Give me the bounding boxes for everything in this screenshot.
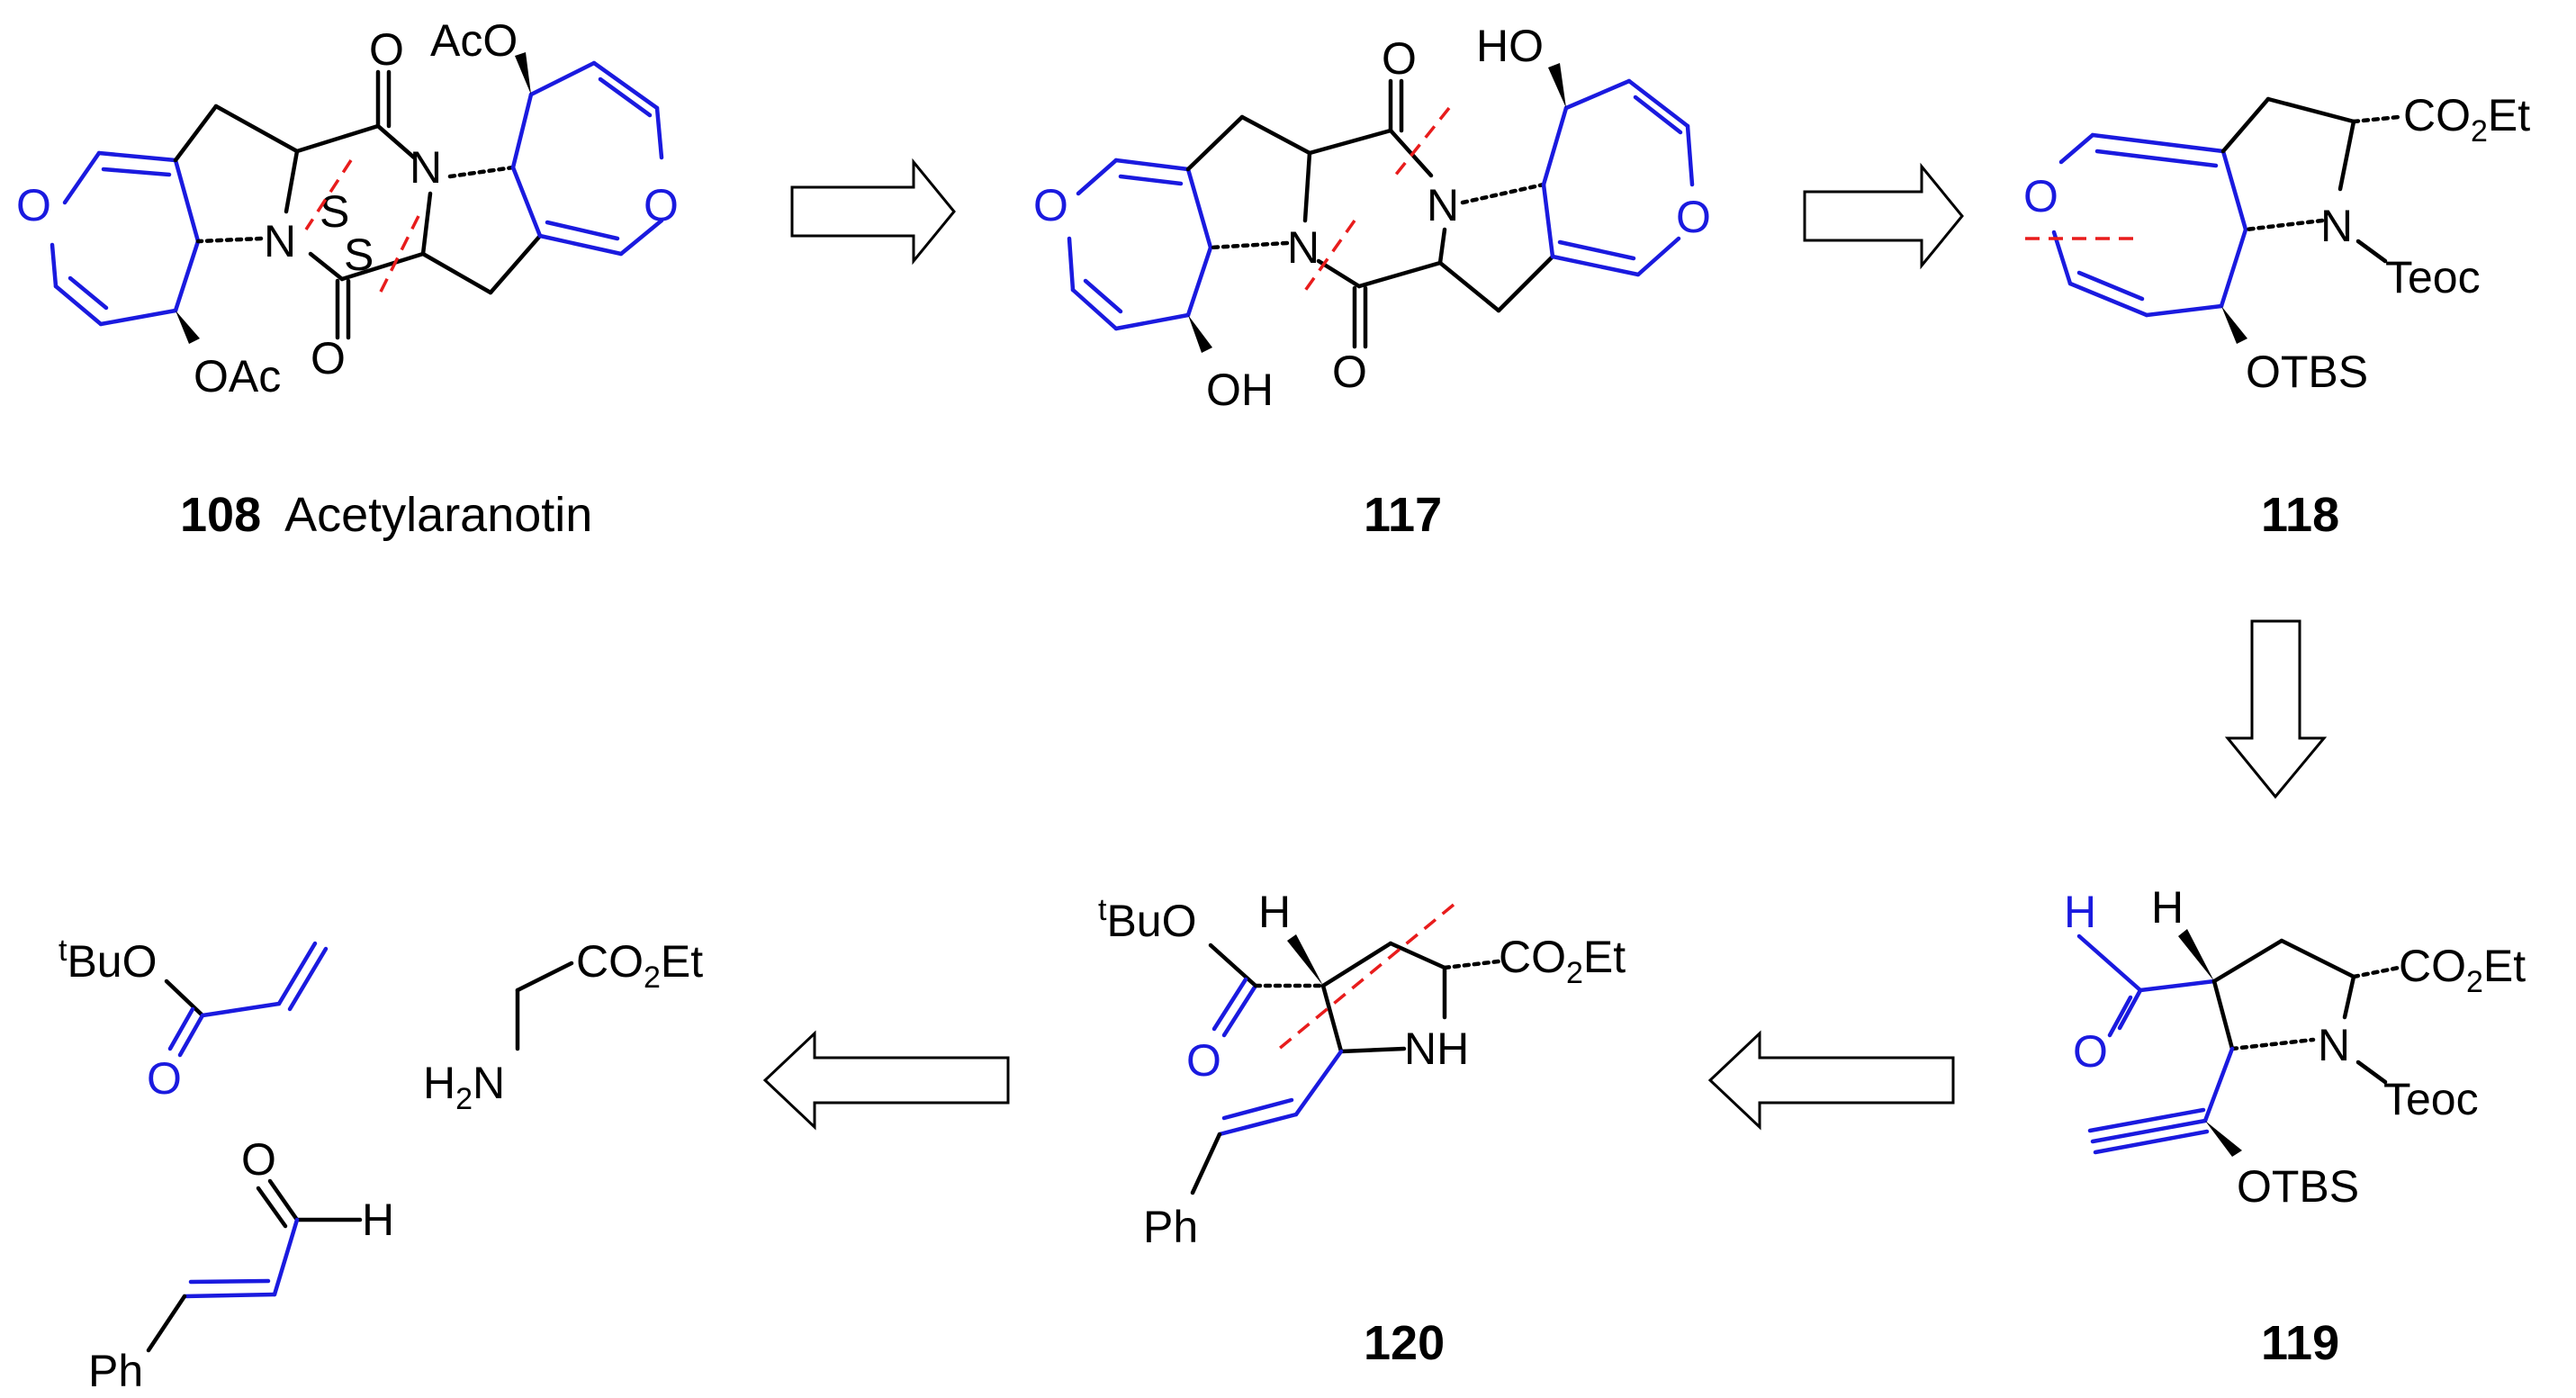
carbonyl-oxygen: O: [147, 1053, 182, 1104]
retrosynthesis-arrow: [790, 158, 956, 266]
nitrogen-label: N: [410, 142, 442, 193]
stereo-wedge: [515, 52, 531, 95]
carbonyl-oxygen: O: [2073, 1026, 2108, 1077]
compound-119: H O H N CO2Et Teoc OTBS 119: [2064, 882, 2526, 1370]
disconnection-line: [1299, 219, 1356, 299]
oxygen-label: O: [1676, 192, 1711, 242]
starting-material-cinnamaldehyde: O H Ph: [88, 1134, 394, 1396]
ester-label: CO2Et: [576, 936, 703, 995]
carbonyl-oxygen: O: [1332, 347, 1367, 397]
compound-118: O N CO2Et Teoc OTBS 118: [2023, 90, 2530, 542]
disconnection-line: [1272, 903, 1455, 1055]
phenyl-label: Ph: [1143, 1202, 1198, 1252]
carbonyl-oxygen: O: [241, 1134, 276, 1185]
ester-label: CO2Et: [1499, 932, 1626, 990]
ring-hydrogen: H: [2151, 882, 2184, 933]
retrosynthesis-arrow: [2224, 619, 2328, 799]
oxygen-label: O: [644, 180, 679, 230]
retrosynthesis-arrow: [1707, 1030, 1955, 1131]
oxygen-label: O: [16, 180, 51, 230]
compound-117-left-oxepine: [1067, 158, 1213, 331]
starting-material-tbu-acrylate: tBuO O: [59, 934, 329, 1104]
ester-label: CO2Et: [2399, 941, 2526, 999]
stereo-wedge: [1287, 934, 1323, 986]
retrosynthesis-arrow: [762, 1030, 1010, 1131]
compound-117-right-oxepine: [1541, 78, 1695, 277]
starting-material-glycine-ester: CO2Et H2N: [423, 936, 703, 1116]
carbonyl-oxygen: O: [1382, 33, 1417, 84]
otbs-label: OTBS: [2246, 347, 2368, 397]
nitrogen-label: N: [1427, 180, 1459, 230]
teoc-label: Teoc: [2383, 1074, 2479, 1124]
nitrogen-label: N: [1287, 222, 1320, 273]
retrosynthesis-arrow: [1803, 162, 1964, 270]
nitrogen-label: N: [2318, 1020, 2350, 1070]
nitrogen-label: N: [2320, 201, 2353, 251]
ester-label: CO2Et: [2403, 90, 2530, 149]
oh-label: OH: [1206, 365, 1274, 415]
sulfur-label: S: [344, 230, 374, 280]
aldehyde-hydrogen: H: [2064, 887, 2096, 937]
compound-119-caption: 119: [2261, 1316, 2339, 1370]
carbonyl-oxygen: O: [1186, 1035, 1221, 1086]
stereo-wedge: [176, 311, 200, 344]
amine-label: H2N: [423, 1058, 505, 1116]
disconnection-line: [1393, 106, 1451, 177]
ring-hydrogen: H: [1258, 887, 1291, 937]
compound-117: O N O N O O: [1033, 21, 1711, 542]
compound-120: tBuO O H NH CO2Et Ph 120: [1098, 887, 1626, 1370]
compound-108-right-oxepine: [510, 60, 664, 257]
teoc-label: Teoc: [2385, 252, 2481, 302]
oxygen-label: O: [1033, 180, 1068, 230]
stereo-wedge: [1188, 315, 1212, 353]
compound-118-caption: 118: [2261, 488, 2339, 542]
compound-117-caption: 117: [1364, 488, 1442, 542]
compound-118-oxepine: [2051, 132, 2248, 318]
nitrogen-label: N: [264, 216, 296, 266]
nh-label: NH: [1404, 1024, 1469, 1074]
sulfur-label: S: [320, 186, 349, 237]
stereo-wedge: [2178, 929, 2214, 981]
ho-label: HO: [1476, 21, 1544, 71]
stereo-wedge: [2221, 306, 2247, 344]
stereo-wedge: [2205, 1121, 2242, 1157]
tbu-label: tBuO: [1098, 893, 1197, 946]
compound-108-left-oxepine: [50, 150, 201, 327]
aldehyde-hydrogen: H: [362, 1195, 394, 1245]
disconnection-line: [304, 159, 353, 230]
stereo-wedge: [1548, 63, 1566, 108]
phenyl-label: Ph: [88, 1346, 143, 1396]
tbu-label: tBuO: [59, 934, 158, 987]
aco-label: AcO: [430, 15, 518, 66]
otbs-label: OTBS: [2237, 1161, 2359, 1212]
oac-label: OAc: [194, 351, 281, 401]
carbonyl-oxygen: O: [311, 333, 346, 383]
carbonyl-oxygen: O: [369, 24, 404, 75]
disconnection-line: [376, 215, 420, 298]
oxygen-label: O: [2023, 171, 2058, 221]
compound-120-caption: 120: [1364, 1316, 1445, 1370]
compound-108: O OAc N N O O S S: [16, 15, 679, 542]
